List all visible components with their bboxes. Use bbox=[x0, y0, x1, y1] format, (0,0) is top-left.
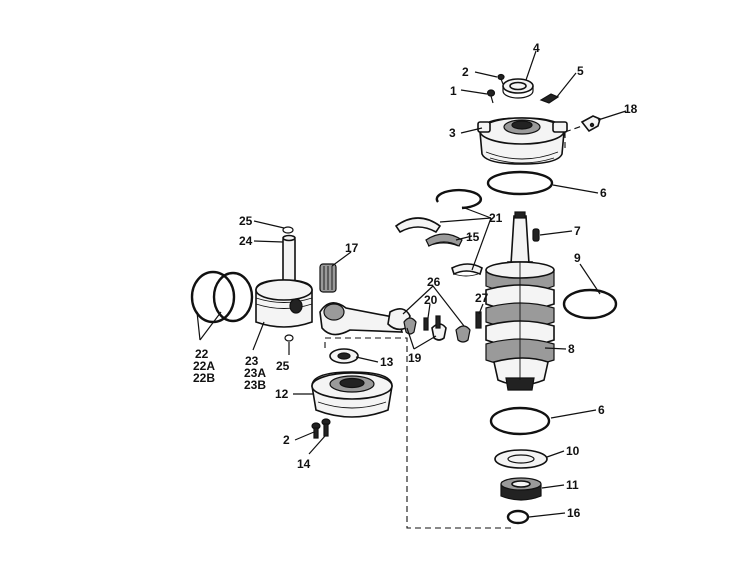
label-22a: 22A bbox=[193, 359, 215, 373]
label-16: 16 bbox=[567, 506, 581, 520]
part-24-wrist-pin bbox=[282, 234, 296, 283]
part-10-plate bbox=[494, 449, 548, 469]
label-22: 22 bbox=[195, 347, 209, 361]
part-25-lock-ring-bottom bbox=[284, 334, 294, 342]
part-25-lock-ring-top bbox=[282, 226, 294, 234]
part-3-upper-housing bbox=[477, 117, 583, 165]
label-2-lower: 2 bbox=[283, 433, 290, 447]
label-21: 21 bbox=[489, 211, 503, 225]
label-9: 9 bbox=[574, 251, 581, 265]
part-4-seal bbox=[502, 78, 534, 99]
part-13-seal bbox=[329, 348, 359, 364]
part-2-screw-top bbox=[497, 73, 505, 85]
label-6-top: 6 bbox=[600, 186, 607, 200]
part-21-bearing-upper bbox=[394, 217, 442, 234]
label-25-top: 25 bbox=[239, 214, 253, 228]
part-1-screw bbox=[486, 89, 496, 104]
label-18: 18 bbox=[624, 102, 638, 116]
label-17: 17 bbox=[345, 241, 359, 255]
connecting-rod bbox=[319, 302, 411, 336]
label-14: 14 bbox=[297, 457, 311, 471]
label-25-bottom: 25 bbox=[276, 359, 290, 373]
part-27-screw bbox=[475, 311, 482, 329]
label-1: 1 bbox=[450, 84, 457, 98]
label-8: 8 bbox=[568, 342, 575, 356]
label-11: 11 bbox=[566, 478, 579, 492]
part-18-bracket bbox=[580, 115, 601, 133]
label-26: 26 bbox=[427, 275, 441, 289]
part-7-key bbox=[532, 228, 540, 242]
leader-lines bbox=[196, 50, 627, 518]
label-23: 23 bbox=[245, 354, 259, 368]
part-15-bearing bbox=[425, 233, 463, 247]
label-10: 10 bbox=[566, 444, 580, 458]
part-16-ring bbox=[506, 509, 530, 525]
label-20: 20 bbox=[424, 293, 438, 307]
part-6-oring-lower bbox=[489, 406, 551, 436]
label-27: 27 bbox=[475, 291, 489, 305]
label-13: 13 bbox=[380, 355, 394, 369]
part-labels: 4 2 5 1 18 3 6 21 7 15 25 24 17 26 9 27 … bbox=[193, 41, 638, 520]
label-15: 15 bbox=[466, 230, 480, 244]
part-2-14-screws bbox=[311, 418, 331, 439]
label-3: 3 bbox=[449, 126, 456, 140]
label-12: 12 bbox=[275, 387, 289, 401]
assembly-guide-line bbox=[324, 337, 513, 529]
label-5: 5 bbox=[577, 64, 584, 78]
part-12-lower-housing bbox=[311, 371, 393, 418]
part-17-needle-bearing bbox=[319, 263, 337, 293]
label-2-top: 2 bbox=[462, 65, 469, 79]
part-19-bearing-liners bbox=[403, 317, 471, 343]
label-24: 24 bbox=[239, 234, 253, 248]
part-6-oring-top bbox=[486, 170, 554, 196]
part-11-ball-bearing bbox=[500, 477, 542, 501]
part-9-ring bbox=[562, 288, 618, 320]
label-23b: 23B bbox=[244, 378, 266, 392]
part-21-ring bbox=[435, 188, 483, 210]
label-23a: 23A bbox=[244, 366, 266, 380]
label-7: 7 bbox=[574, 224, 581, 238]
part-8-crankshaft bbox=[485, 211, 555, 391]
part-5-clip bbox=[539, 93, 560, 104]
part-15-bearing-lower bbox=[451, 263, 483, 277]
part-20-screws bbox=[423, 315, 441, 331]
part-22-piston-rings bbox=[190, 270, 254, 324]
label-19: 19 bbox=[408, 351, 422, 365]
part-23-piston bbox=[255, 279, 313, 328]
label-22b: 22B bbox=[193, 371, 215, 385]
label-6-lower: 6 bbox=[598, 403, 605, 417]
label-4: 4 bbox=[533, 41, 540, 55]
